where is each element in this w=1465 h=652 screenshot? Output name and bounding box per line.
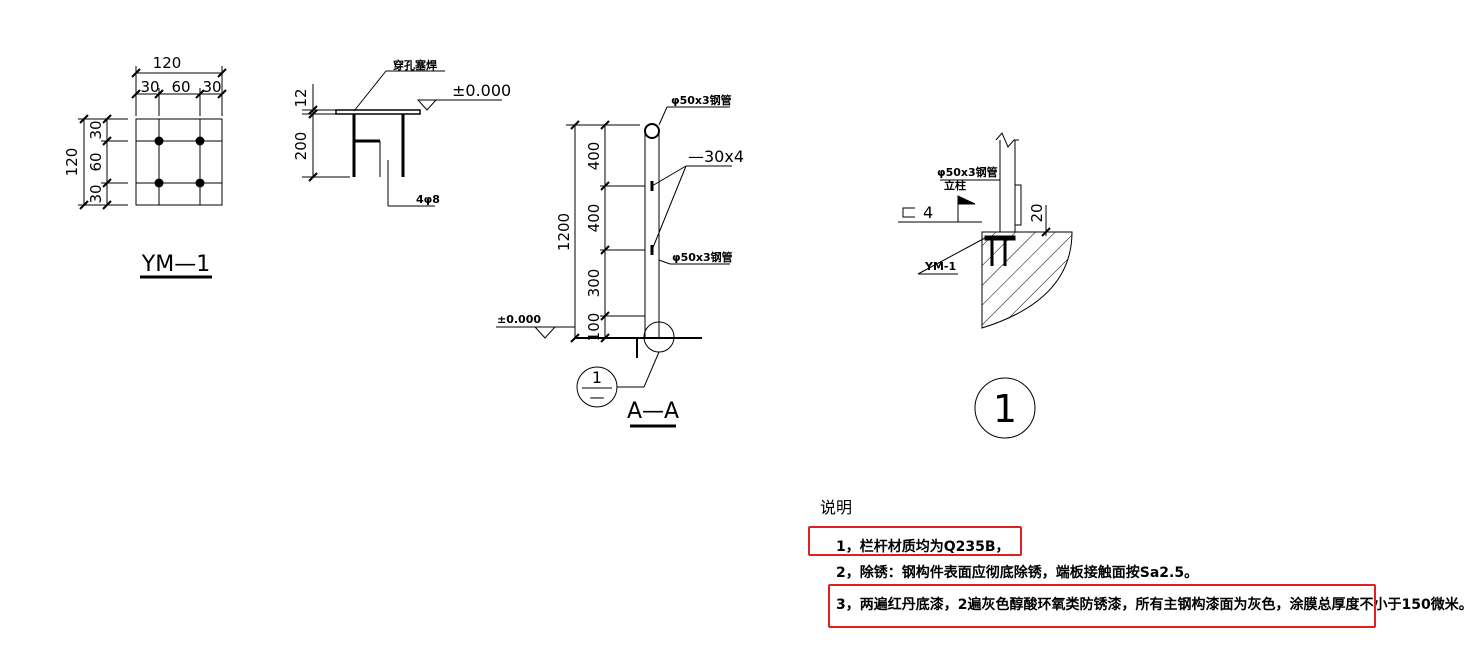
- detail-post-label-2: 立柱: [944, 178, 966, 192]
- ym1-dim-top-a: 30: [140, 78, 159, 96]
- aa-elevation: ±0.000: [497, 313, 541, 326]
- ym1-weld-label: 穿孔塞焊: [393, 58, 437, 72]
- ym1-dim-left-c: 30: [87, 184, 105, 203]
- ym1-dim-total-left: 120: [63, 148, 81, 177]
- aa-dim-b: 400: [585, 204, 603, 233]
- ym1-dim-top-c: 30: [202, 78, 221, 96]
- aa-callout-sub: —: [590, 388, 605, 406]
- detail-post-label-1: φ50x3钢管: [937, 165, 998, 179]
- ym1-dim-left-a: 30: [87, 120, 105, 139]
- detail-weld-symbol: 4: [923, 203, 933, 222]
- aa-dim-c: 300: [585, 269, 603, 298]
- ym1-rebar-label: 4φ8: [416, 193, 440, 206]
- ym1-label: YM—1: [141, 252, 210, 277]
- aa-flat-bar-label: —30x4: [688, 147, 744, 166]
- aa-mid-pipe-label: φ50x3钢管: [672, 250, 733, 264]
- ym1-dim-total-top: 120: [153, 54, 182, 72]
- ym1-dim-left-b: 60: [87, 152, 105, 171]
- ym1-dim-depth: 200: [292, 132, 310, 161]
- detail-embed-label: YM-1: [924, 260, 956, 273]
- aa-dim-d: 100: [585, 313, 603, 342]
- aa-dim-a: 400: [585, 142, 603, 171]
- section-aa-view: [496, 106, 732, 428]
- detail-number: 1: [993, 387, 1017, 431]
- ym1-section-view: [302, 70, 502, 207]
- ym1-plate-view: [78, 66, 227, 279]
- ym1-dim-thickness: 12: [292, 88, 310, 107]
- aa-dim-total: 1200: [555, 213, 573, 251]
- detail-1-view: [898, 132, 1073, 439]
- aa-callout-number: 1: [592, 368, 602, 387]
- detail-dim-gap: 20: [1028, 203, 1046, 222]
- ym1-elevation: ±0.000: [452, 81, 511, 100]
- aa-label: A—A: [627, 399, 679, 424]
- aa-top-pipe-label: φ50x3钢管: [671, 93, 732, 107]
- ym1-dim-top-b: 60: [171, 78, 190, 96]
